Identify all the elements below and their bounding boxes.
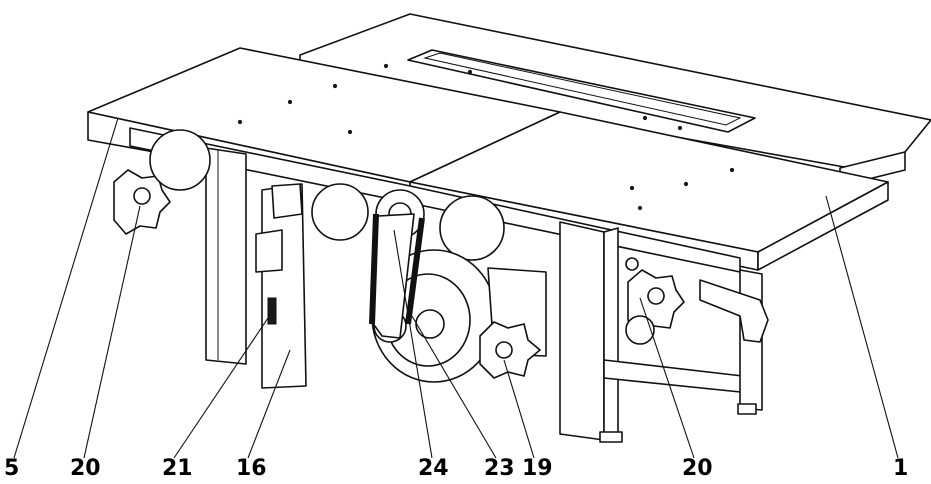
right-disc (439, 195, 505, 261)
callout-20-right: 20 (682, 456, 713, 481)
knob-20-left (113, 129, 211, 235)
left-disc (311, 183, 369, 241)
callout-5: 5 (4, 456, 20, 481)
callout-1: 1 (893, 456, 909, 481)
callout-16: 16 (236, 456, 267, 481)
callout-23: 23 (484, 456, 515, 481)
belt-drive (369, 189, 425, 343)
left-leg (205, 147, 247, 365)
leader-lines (13, 117, 899, 459)
callout-19: 19 (522, 456, 553, 481)
callout-21: 21 (162, 456, 193, 481)
knob-20-right (625, 257, 769, 345)
callout-24: 24 (418, 456, 449, 481)
knob-19 (479, 321, 541, 379)
rear-table-top (299, 13, 931, 187)
callout-20-left: 20 (70, 456, 101, 481)
blade-guard (255, 183, 307, 389)
